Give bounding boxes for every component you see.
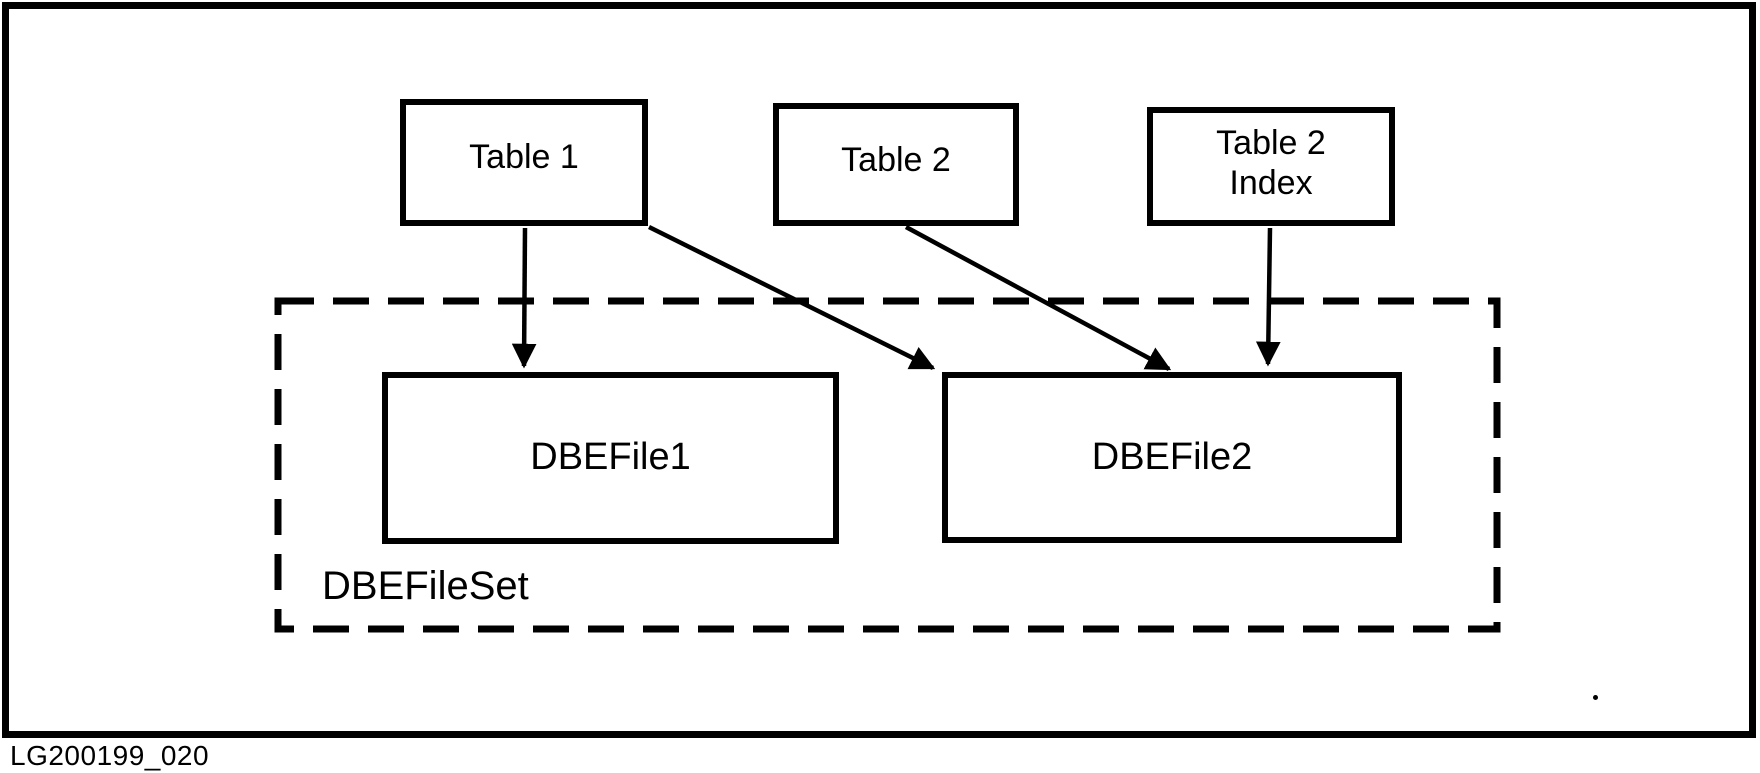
figure-caption: LG200199_020 [10,740,210,771]
outer-frame [2,2,1756,738]
table2-index-label-line2: Index [1229,163,1313,202]
box-dbefile1: DBEFile1 [382,372,839,544]
table1-label: Table 1 [469,137,579,176]
box-table1: Table 1 [400,99,648,226]
dbefileset-boundary [274,297,1501,633]
dbefile2-label: DBEFile2 [1091,435,1253,478]
dbefile1-label: DBEFile1 [530,436,691,479]
arrow-table2-to-dbefile2 [904,225,1172,371]
dbefileset-label: DBEFileSet [322,564,529,608]
arrow-table1-to-dbefile1 [511,227,537,369]
table2-index-label: Table 2 Index [1216,124,1326,202]
box-table2-index: Table 2 Index [1147,107,1395,226]
box-dbefile2: DBEFile2 [942,372,1402,543]
arrow-table1-to-dbefile2 [647,224,936,371]
box-table2: Table 2 [773,103,1019,226]
dot-artifact [1593,695,1598,700]
arrow-table2index-to-dbefile2 [1255,227,1281,367]
table2-index-label-line1: Table 2 [1216,124,1326,163]
table2-label: Table 2 [841,140,951,179]
